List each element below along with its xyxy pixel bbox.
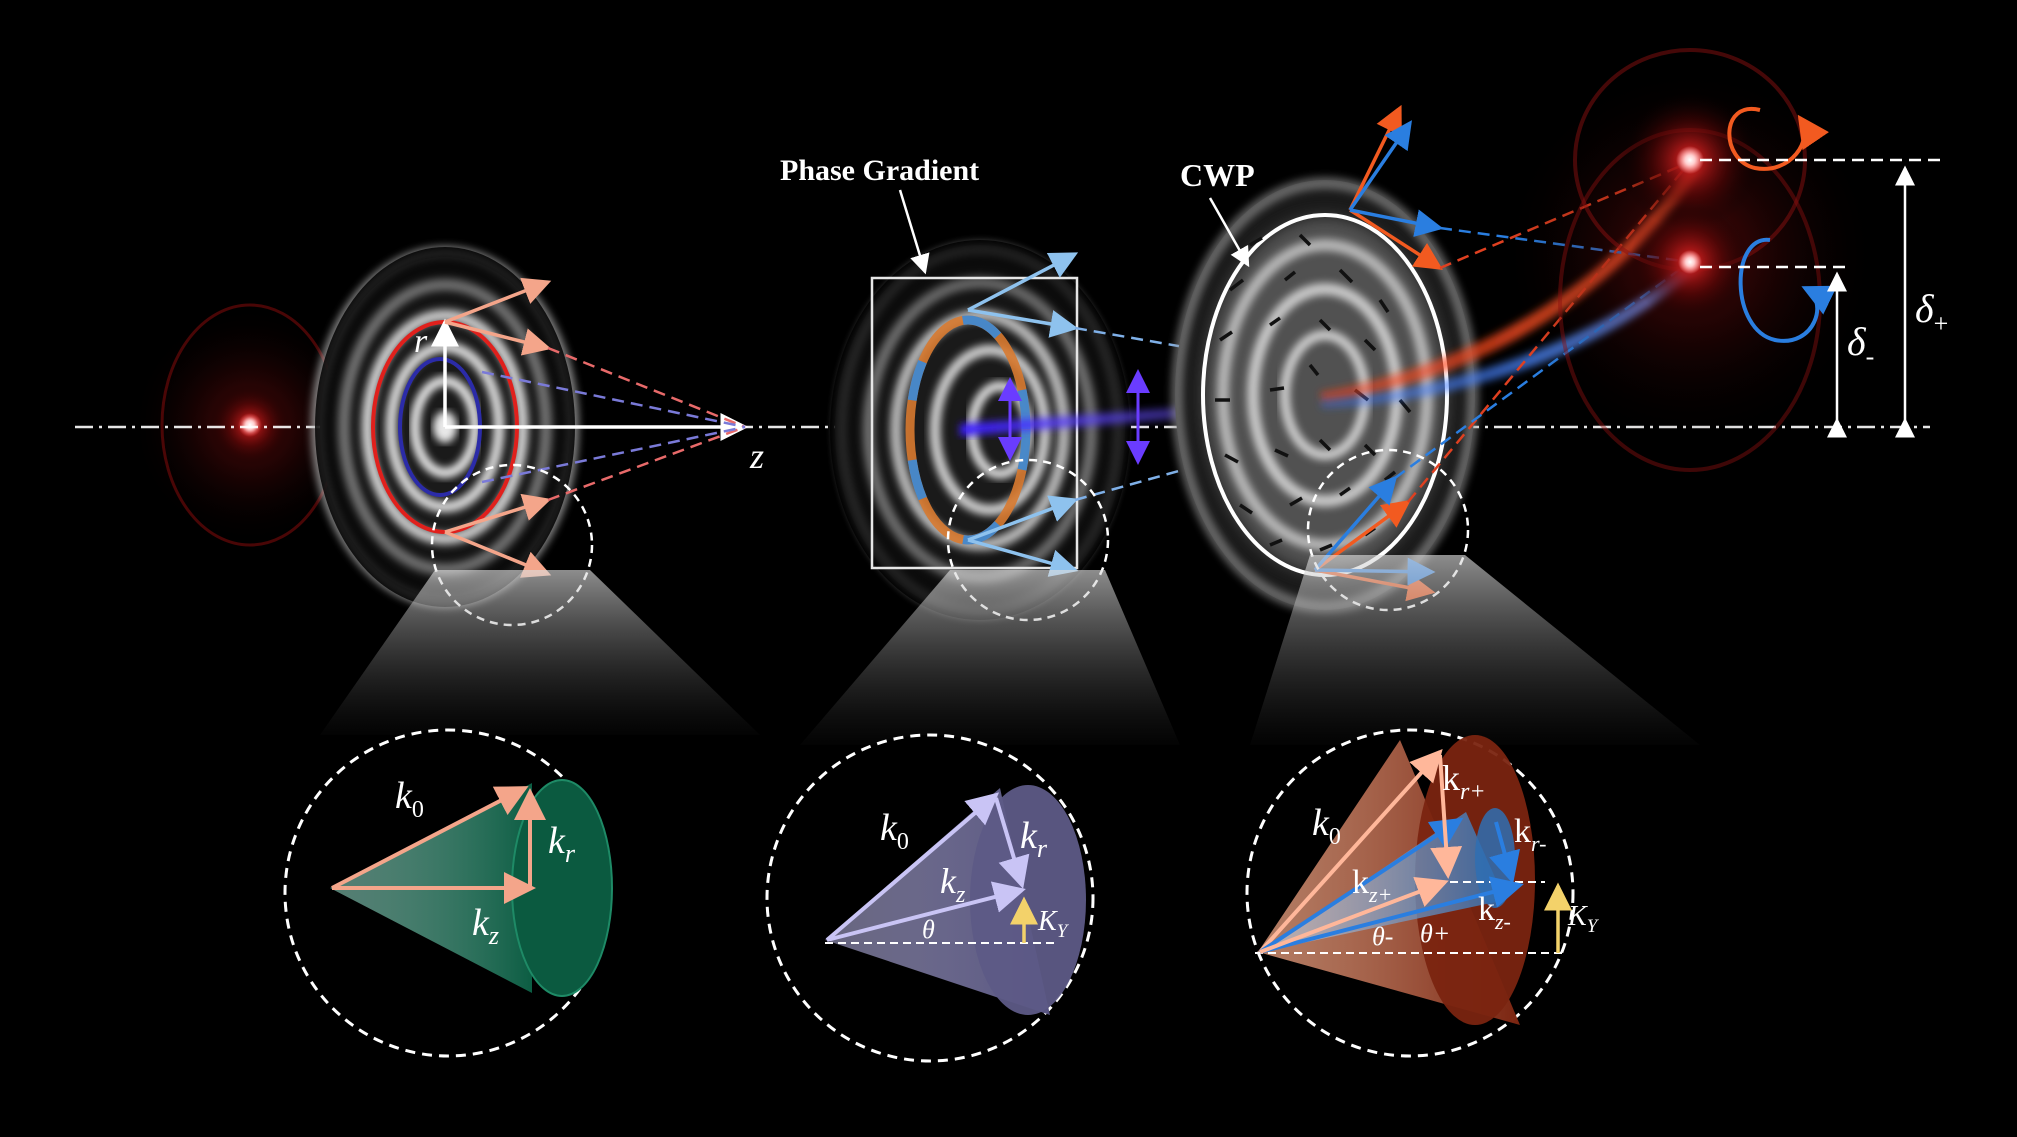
output-spots [1500,48,1880,472]
z-label: z [749,436,764,476]
phase-gradient-label: Phase Gradient [780,154,979,187]
light-blue-wavevectors [967,252,1079,577]
salmon-wavevectors [444,277,552,578]
magnifier-circle-2 [946,458,1110,622]
inset2-kz: kz [940,861,966,908]
violet-polarization-arrows [998,369,1150,465]
inset2-vectors [825,792,1030,942]
magnifier-funnel-2 [800,570,1180,745]
delta-guides [1700,158,1940,269]
inset1-kr: kr [548,820,576,868]
inset3-kzp: kz+ [1352,864,1392,907]
inset3-krm: kr- [1514,813,1546,856]
inset3-theta-plus: θ+ [1420,919,1450,948]
inset3-vectors [1258,749,1524,954]
magnifier-circle-3 [1306,448,1470,612]
inset3-theta-minus: θ- [1372,922,1393,951]
inset1-kz: kz [472,902,499,950]
magnifier-funnel-3 [1250,555,1700,745]
right-circular-arrow [1727,106,1829,171]
magnifier-funnel-1 [320,570,760,735]
input-beam-spot [130,303,370,547]
phase-gradient-pointer [898,189,930,275]
cwp-pointer [1208,197,1250,268]
left-circular-arrow [1738,237,1838,343]
inset3-krp: kr+ [1442,758,1486,805]
cwp-wavevectors-top [1348,104,1444,270]
delta-minus-label: δ- [1847,319,1874,371]
inset2-theta: θ [922,915,935,944]
inset2-k0: k0 [880,807,909,855]
inset3-kzm: kz- [1478,891,1511,934]
inset2-KY: KY [1037,906,1070,942]
delta-plus-label: δ+ [1915,286,1948,338]
inset3-KY: KY [1567,901,1600,937]
inset3-k0: k0 [1312,802,1341,850]
dashed-rays-2 [1074,326,1231,502]
inset1-k0: k0 [395,775,424,823]
inset2-kr: kr [1020,815,1048,863]
magnifier-circle-1 [430,463,594,627]
cwp-label: CWP [1180,157,1255,193]
inset1-vectors [331,786,546,904]
r-label: r [414,323,428,360]
converging-rays [481,346,746,502]
